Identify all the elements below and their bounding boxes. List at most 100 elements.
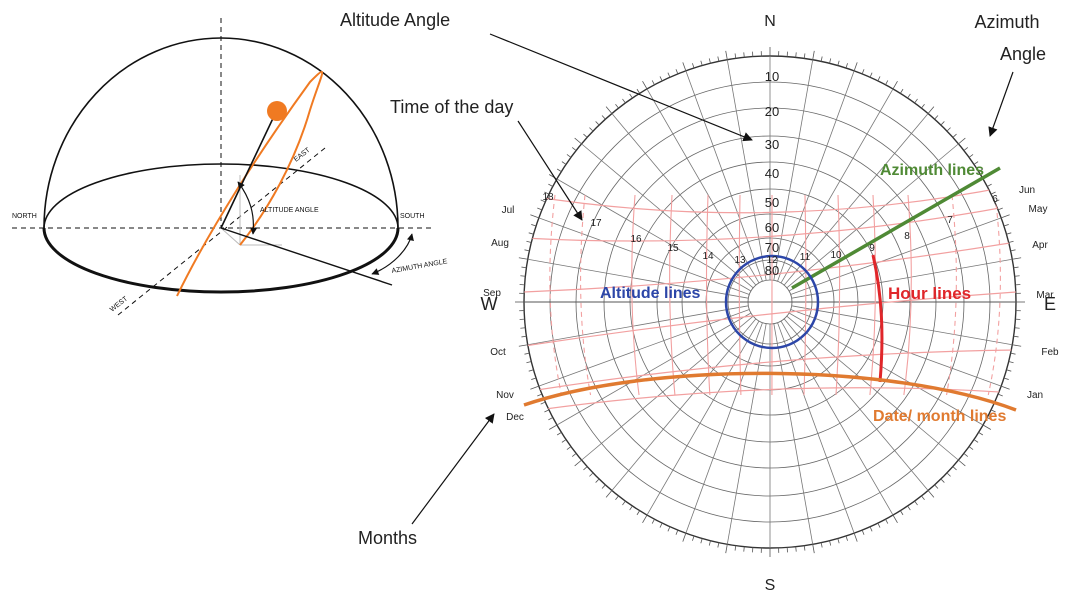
degree-tick <box>524 250 529 251</box>
hour-label: 13 <box>734 255 746 266</box>
degree-tick <box>1001 215 1009 218</box>
degree-tick <box>643 81 648 89</box>
hour-label: 14 <box>702 251 714 262</box>
degree-tick <box>878 76 880 80</box>
degree-tick <box>668 527 670 532</box>
compass-west: W <box>481 294 498 314</box>
degree-tick <box>530 215 538 218</box>
degree-tick <box>813 51 815 60</box>
degree-tick <box>562 440 566 443</box>
degree-tick <box>1012 258 1021 260</box>
degree-tick <box>549 425 557 430</box>
degree-tick <box>637 511 640 515</box>
degree-tick <box>1006 233 1011 234</box>
degree-tick <box>521 336 526 337</box>
hour-label: 12 <box>766 255 778 266</box>
degree-tick <box>668 73 670 78</box>
azimuth-grid-line <box>774 324 813 545</box>
south-label: SOUTH <box>400 213 425 220</box>
degree-tick <box>935 115 938 119</box>
degree-tick <box>1014 336 1019 337</box>
degree-tick <box>893 515 898 523</box>
degree-tick <box>726 51 728 60</box>
azimuth-grid-line <box>792 306 1013 345</box>
month-label: Oct <box>490 347 506 358</box>
degree-tick <box>846 63 848 68</box>
month-label: Aug <box>491 238 509 249</box>
degree-tick <box>969 154 973 157</box>
degree-tick <box>979 432 983 435</box>
degree-tick <box>908 506 911 510</box>
altitude-ring-label: 40 <box>765 166 779 181</box>
degree-tick <box>1004 378 1009 380</box>
azimuth-lines-label: Azimuth lines <box>880 162 984 179</box>
degree-tick <box>1011 250 1016 251</box>
degree-tick <box>652 519 654 523</box>
degree-tick <box>589 473 593 476</box>
azimuth-grid-line <box>582 316 754 460</box>
degree-tick <box>622 501 625 505</box>
degree-tick <box>622 99 625 103</box>
degree-tick <box>529 370 534 371</box>
hour-curve <box>707 195 710 395</box>
sky-dome-diagram: NORTH SOUTH EAST WEST ALTITUDE ANGLE AZI… <box>12 18 448 315</box>
callout-azimuth-arrow <box>990 72 1013 136</box>
degree-tick <box>572 453 576 456</box>
degree-tick <box>583 467 587 470</box>
hour-label: 10 <box>830 250 842 261</box>
degree-tick <box>974 440 978 443</box>
degree-tick <box>921 496 924 500</box>
month-label: May <box>1029 204 1048 215</box>
degree-tick <box>862 69 864 74</box>
degree-tick <box>709 58 710 63</box>
degree-tick <box>572 147 576 150</box>
azimuth-grid-line <box>774 60 813 281</box>
degree-tick <box>947 473 951 476</box>
degree-tick <box>1006 370 1011 371</box>
degree-tick <box>606 490 612 497</box>
degree-tick <box>541 402 546 404</box>
degree-tick <box>928 107 934 114</box>
degree-tick <box>557 432 561 435</box>
month-label: Apr <box>1032 240 1048 251</box>
date-month-lines-label: Date/ month lines <box>873 408 1006 425</box>
degree-tick <box>529 233 534 234</box>
degree-tick <box>575 138 582 144</box>
degree-tick <box>1009 241 1014 242</box>
degree-tick <box>526 241 531 242</box>
callout-azimuth-line1: Azimuth <box>974 12 1039 32</box>
degree-tick <box>718 543 719 548</box>
degree-tick <box>983 425 991 430</box>
degree-tick <box>947 128 951 131</box>
degree-tick <box>575 460 582 466</box>
degree-tick <box>885 519 887 523</box>
degree-tick <box>567 447 571 450</box>
degree-tick <box>987 184 991 186</box>
degree-tick <box>537 208 542 210</box>
altitude-ring-label: 50 <box>765 195 779 210</box>
degree-tick <box>908 94 911 98</box>
degree-tick <box>998 394 1003 396</box>
degree-tick <box>1001 386 1009 389</box>
degree-tick <box>548 184 552 186</box>
degree-tick <box>854 533 857 541</box>
hour-label: 16 <box>630 234 642 245</box>
altitude-ring-label: 10 <box>765 69 779 84</box>
degree-tick <box>821 543 822 548</box>
degree-tick <box>692 63 694 68</box>
degree-tick <box>718 56 719 61</box>
callout-time-arrow <box>518 121 582 220</box>
degree-tick <box>567 154 571 157</box>
callout-time-of-day: Time of the day <box>390 97 513 117</box>
callout-azimuth-line2: Angle <box>1000 44 1046 64</box>
hour-lines-label: Hour lines <box>888 284 971 303</box>
hour-curve <box>581 195 591 395</box>
degree-tick <box>941 479 944 483</box>
degree-tick <box>602 485 605 489</box>
degree-tick <box>900 89 903 93</box>
degree-tick <box>1012 345 1021 347</box>
degree-tick <box>870 73 872 78</box>
degree-tick <box>531 224 536 226</box>
